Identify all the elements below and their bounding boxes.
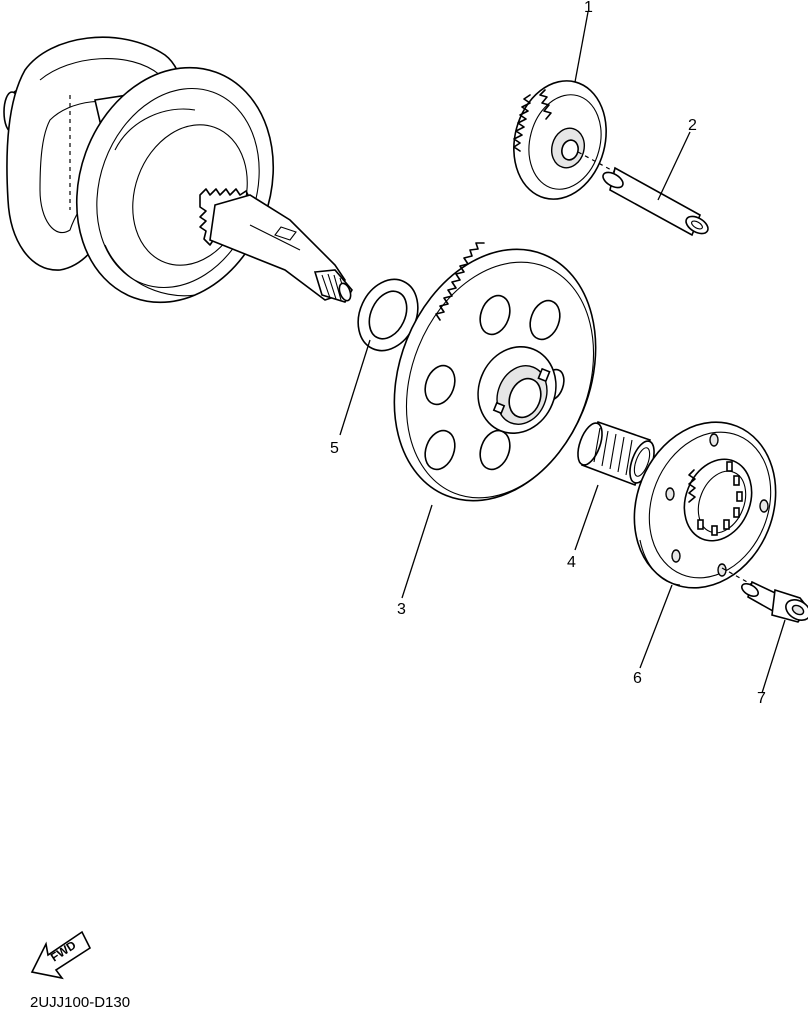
starter-clutch <box>633 421 777 589</box>
idler-gear <box>513 80 607 200</box>
starter-wheel-gear <box>393 242 597 502</box>
callout-part-1: 1 <box>584 0 593 16</box>
part-callouts: 1 2 3 4 5 6 7 <box>330 0 766 707</box>
callout-part-2: 2 <box>688 117 697 134</box>
crankshaft-assembly <box>3 36 353 304</box>
callout-part-3: 3 <box>397 601 406 618</box>
callout-part-4: 4 <box>567 554 576 571</box>
diagram-code: 2UJJ100-D130 <box>30 994 131 1011</box>
washer <box>357 278 419 352</box>
callout-part-7: 7 <box>757 690 766 707</box>
clutch-bolt <box>721 567 808 623</box>
callout-part-6: 6 <box>633 670 642 687</box>
fwd-arrow-icon: FWD <box>30 930 92 980</box>
leader-lines <box>339 11 786 694</box>
callout-part-5: 5 <box>330 440 339 457</box>
idler-shaft <box>577 151 709 237</box>
